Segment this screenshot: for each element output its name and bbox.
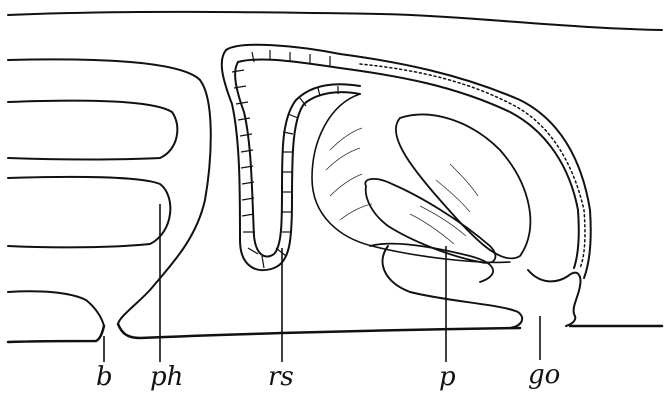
fold-3 (8, 177, 170, 247)
label-p: p (439, 364, 456, 390)
top-wall (8, 12, 662, 30)
go-channel (528, 270, 581, 326)
fold-1 (8, 59, 211, 324)
leader-lines (104, 204, 540, 362)
organ-shading (326, 128, 478, 244)
organ-upper-lobe (396, 115, 531, 259)
label-rs: rs (268, 364, 294, 390)
label-b: b (96, 364, 113, 390)
rs-loop-outer (222, 50, 360, 270)
bottom-wall-middle (118, 324, 520, 338)
lower-fold (383, 246, 523, 328)
label-go: go (528, 362, 560, 388)
bottom-wall (8, 326, 104, 342)
fold-2 (8, 101, 177, 160)
fold-4 (8, 291, 104, 326)
rs-striations (232, 50, 338, 268)
label-ph: ph (150, 364, 183, 390)
dorsal-band (360, 64, 585, 268)
